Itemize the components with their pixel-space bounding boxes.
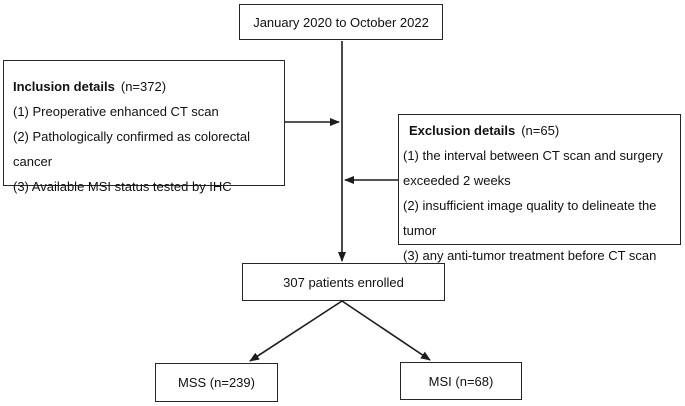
node-study-period: January 2020 to October 2022 (239, 4, 443, 40)
node-patients-enrolled: 307 patients enrolled (242, 263, 445, 301)
patients-enrolled-label: 307 patients enrolled (283, 274, 404, 290)
inclusion-count: (n=372) (120, 79, 167, 94)
exclusion-item-1: (1) the interval between CT scan and sur… (403, 148, 663, 188)
exclusion-count: (n=65) (521, 123, 560, 138)
exclusion-item-2: (2) insufficient image quality to deline… (403, 198, 657, 238)
arrow-enrolled-to-msi (341, 300, 431, 361)
msi-label: MSI (n=68) (428, 373, 494, 389)
inclusion-title: Inclusion details (13, 79, 115, 94)
arrow-enrolled-to-mss (249, 300, 343, 362)
exclusion-title-row: Exclusion details (n=65) (409, 118, 676, 143)
node-inclusion-details: Inclusion details (n=372) (1) Preoperativ… (3, 60, 285, 194)
node-msi: MSI (n=68) (400, 362, 522, 400)
inclusion-item-3: (3) Available MSI status tested by IHC (13, 179, 232, 194)
node-mss: MSS (n=239) (155, 363, 278, 402)
mss-label: MSS (n=239) (178, 375, 255, 390)
node-exclusion-details: Exclusion details (n=65) (1) the interval… (398, 114, 681, 263)
inclusion-item-1: (1) Preoperative enhanced CT scan (13, 104, 219, 119)
inclusion-item-2: (2) Pathologically confirmed as colorect… (13, 129, 250, 169)
exclusion-item-3: (3) any anti-tumor treatment before CT s… (403, 248, 657, 263)
exclusion-title: Exclusion details (409, 123, 516, 138)
study-period-label: January 2020 to October 2022 (253, 14, 429, 30)
inclusion-title-row: Inclusion details (n=372) (13, 74, 278, 99)
